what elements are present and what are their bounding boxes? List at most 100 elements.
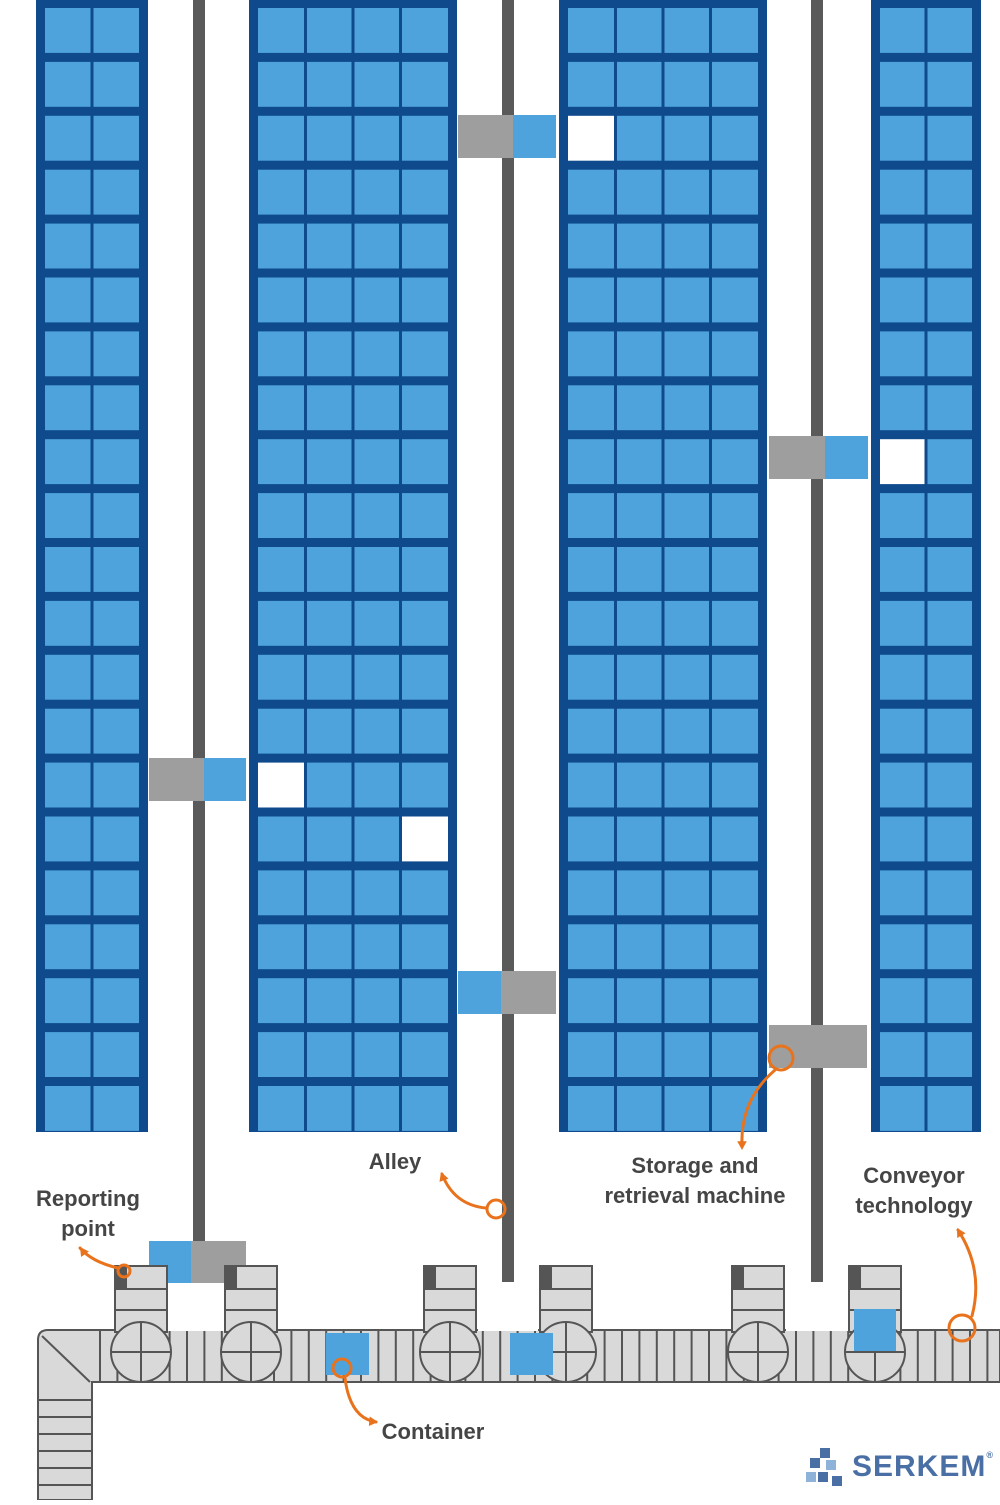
stored-container (45, 439, 91, 485)
stored-container (258, 924, 304, 970)
stored-container (93, 115, 139, 161)
stored-container (45, 493, 91, 538)
stored-container (664, 493, 709, 538)
station-gap (478, 1309, 538, 1331)
stored-container (568, 223, 614, 269)
station-sensor (850, 1267, 861, 1289)
stored-container (568, 924, 614, 970)
stored-container (45, 816, 91, 862)
machine-body (769, 436, 825, 479)
stored-container (927, 654, 972, 700)
stored-container (93, 978, 139, 1024)
rack-4 (871, 0, 981, 1132)
stored-container (617, 924, 662, 970)
stored-container (402, 1032, 448, 1077)
stored-container (664, 331, 709, 377)
stored-container (45, 654, 91, 700)
stored-container (712, 277, 758, 323)
stored-container (664, 600, 709, 646)
stored-container (712, 493, 758, 538)
stored-container (402, 924, 448, 970)
stored-container (402, 600, 448, 646)
container-marker (331, 1357, 353, 1379)
stored-container (664, 385, 709, 431)
stored-container (568, 978, 614, 1024)
stored-container (927, 1086, 972, 1131)
stored-container (45, 1086, 91, 1131)
stored-container (880, 816, 925, 862)
stored-container (664, 924, 709, 970)
stored-container (927, 870, 972, 916)
stored-container (307, 1086, 352, 1131)
stored-container (258, 978, 304, 1024)
stored-container (354, 600, 399, 646)
sr-machine-4 (458, 971, 556, 1014)
stored-container (568, 331, 614, 377)
stored-container (354, 493, 399, 538)
stored-container (307, 8, 352, 53)
stored-container (307, 115, 352, 161)
stored-container (93, 1086, 139, 1131)
stored-container (712, 223, 758, 269)
transfer-station-1 (110, 1265, 172, 1383)
stored-container (93, 870, 139, 916)
container-arrow (343, 1376, 378, 1424)
stored-container (45, 169, 91, 215)
stored-container (402, 439, 448, 485)
stored-container (568, 762, 614, 808)
stored-container (927, 493, 972, 538)
stored-container (45, 547, 91, 592)
stored-container (45, 978, 91, 1024)
label-conveyor-technology: Conveyor technology (855, 1163, 973, 1218)
stored-container (664, 1032, 709, 1077)
stored-container (617, 8, 662, 53)
stored-container (664, 978, 709, 1024)
conveyor-technology-marker (947, 1313, 977, 1343)
stored-container (402, 870, 448, 916)
stored-container (45, 924, 91, 970)
station-gap (786, 1309, 848, 1331)
empty-slot (880, 439, 925, 485)
stored-container (45, 8, 91, 53)
stored-container (617, 331, 662, 377)
stored-container (45, 600, 91, 646)
stored-container (354, 169, 399, 215)
stored-container (617, 762, 662, 808)
stored-container (307, 816, 352, 862)
label-reporting-point: Reporting point (36, 1186, 140, 1241)
stored-container (354, 654, 399, 700)
stored-container (927, 439, 972, 485)
stored-container (258, 816, 304, 862)
stored-container (45, 762, 91, 808)
stored-container (664, 439, 709, 485)
stored-container (93, 61, 139, 107)
stored-container (880, 924, 925, 970)
stored-container (927, 978, 972, 1024)
machine-body (458, 115, 513, 158)
stored-container (664, 8, 709, 53)
stored-container (354, 331, 399, 377)
stored-container (927, 547, 972, 592)
stored-container (568, 8, 614, 53)
stored-container (712, 169, 758, 215)
carried-container (458, 971, 501, 1014)
stored-container (880, 978, 925, 1024)
stored-container (568, 816, 614, 862)
logo-wordmark: SERKEM® (852, 1450, 994, 1483)
stored-container (617, 654, 662, 700)
stored-container (617, 115, 662, 161)
stored-container (307, 600, 352, 646)
storage-machine-marker (767, 1044, 795, 1072)
stored-container (93, 439, 139, 485)
stored-container (402, 169, 448, 215)
stored-container (354, 924, 399, 970)
station-sensor (425, 1267, 436, 1289)
transfer-station-3 (419, 1265, 481, 1383)
conveyor-container (854, 1309, 896, 1351)
stored-container (402, 762, 448, 808)
stored-container (354, 439, 399, 485)
label-alley: Alley (368, 1149, 422, 1174)
storage-racks (36, 0, 981, 1132)
stored-container (712, 978, 758, 1024)
